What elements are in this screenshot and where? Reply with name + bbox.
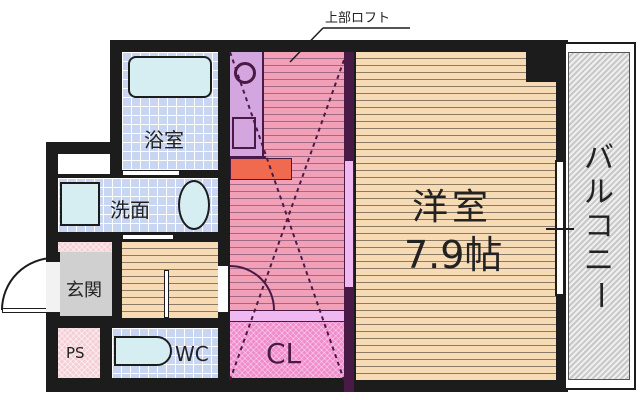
balcony-label: バ ル コ ニ ー xyxy=(582,141,617,311)
storage-shelf xyxy=(58,154,110,174)
hallway xyxy=(122,242,218,318)
bathtub-icon xyxy=(128,56,212,98)
entrance-step xyxy=(58,242,112,252)
column-notch xyxy=(526,48,560,82)
washroom-door[interactable] xyxy=(122,234,174,240)
balcony xyxy=(568,52,630,380)
washroom-label: 洗面 xyxy=(110,198,150,222)
western-room xyxy=(356,52,556,380)
western-room-name: 洋室 xyxy=(412,187,493,228)
western-room-size: 7.9帖 xyxy=(404,233,503,277)
toilet-icon xyxy=(114,336,172,366)
washing-machine-icon xyxy=(60,182,100,226)
kitchen-door[interactable] xyxy=(218,266,228,312)
closet xyxy=(230,322,344,378)
washbasin-icon xyxy=(178,180,210,230)
sliding-door[interactable] xyxy=(344,160,354,288)
bathroom-label: 浴室 xyxy=(144,128,184,152)
loft-label: 上部ロフト xyxy=(325,11,391,26)
toilet-label: WC xyxy=(175,342,209,366)
entrance-doorway xyxy=(46,262,60,312)
stove-icon xyxy=(234,62,256,84)
closet-label: CL xyxy=(266,337,302,370)
closet-rail xyxy=(230,310,344,322)
toilet-door[interactable] xyxy=(164,270,169,318)
pipe-space-label: PS xyxy=(66,344,85,362)
window-mark xyxy=(546,228,574,230)
sink-icon xyxy=(232,117,256,149)
entrance xyxy=(60,244,112,316)
entrance-label: 玄関 xyxy=(66,280,102,301)
fridge-space xyxy=(230,158,292,180)
bathroom-door[interactable] xyxy=(122,170,180,176)
pipe-space xyxy=(58,328,100,378)
